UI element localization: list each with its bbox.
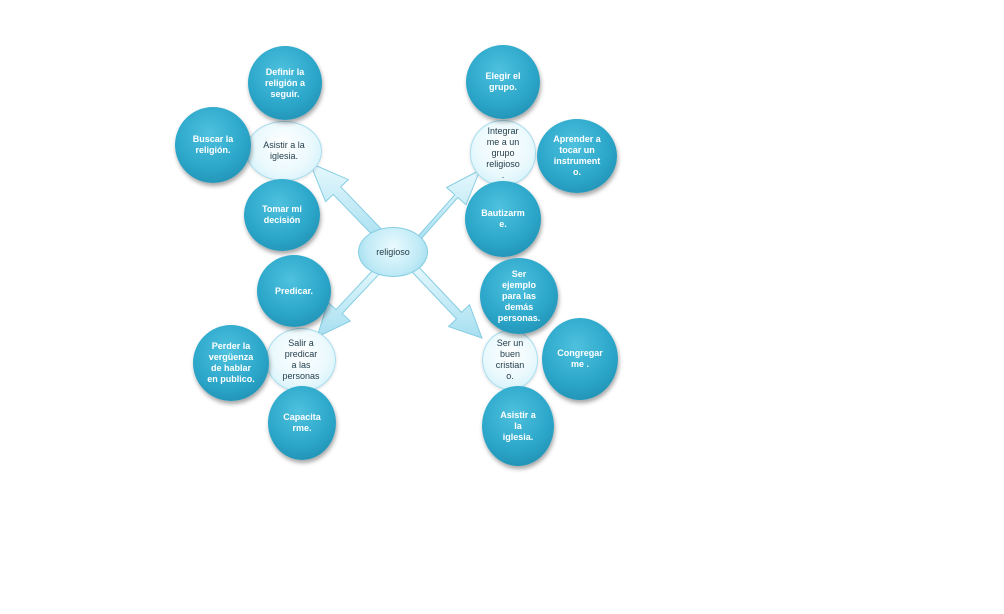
center-node: religioso (358, 227, 428, 277)
node-bottom-right-1-label: Ser ejemplo para las demás personas. (497, 268, 541, 323)
node-top-right-1: Elegir el grupo. (466, 45, 540, 119)
arrow-to-bottom-right (411, 264, 483, 339)
node-bottom-left-1: Predicar. (257, 255, 331, 327)
node-bottom-left-2-label: Perder la vergüenza de hablar en publico… (207, 341, 255, 384)
node-bottom-left-3: Capacita rme. (268, 386, 336, 460)
node-bottom-left-2: Perder la vergüenza de hablar en publico… (193, 325, 269, 401)
node-top-left-3-label: Tomar mi decisión (262, 204, 302, 225)
node-bottom-left-1-label: Predicar. (274, 285, 314, 296)
hub-top-right-label: Integrar me a un grupo religioso . (486, 125, 520, 180)
arrow-to-bottom-left (316, 265, 384, 338)
node-top-left-2: Buscar la religión. (175, 107, 251, 183)
node-top-right-3-label: Bautizarm e. (481, 208, 525, 229)
node-top-right-1-label: Elegir el grupo. (485, 71, 521, 92)
node-top-left-1: Definir la religión a seguir. (248, 46, 322, 120)
node-top-right-3: Bautizarm e. (465, 181, 541, 257)
node-top-left-2-label: Buscar la religión. (192, 134, 234, 155)
hub-top-right: Integrar me a un grupo religioso . (470, 120, 536, 186)
node-bottom-right-3-label: Asistir a la iglesia. (500, 409, 536, 442)
node-bottom-right-1: Ser ejemplo para las demás personas. (480, 258, 558, 334)
node-bottom-right-2: Congregar me . (542, 318, 618, 400)
node-top-left-3: Tomar mi decisión (244, 179, 320, 251)
hub-top-left: Asistir a la iglesia. (246, 121, 322, 181)
node-bottom-right-3: Asistir a la iglesia. (482, 386, 554, 466)
node-bottom-left-3-label: Capacita rme. (283, 412, 321, 433)
node-top-left-1-label: Definir la religión a seguir. (264, 66, 305, 99)
hub-bottom-right-label: Ser un buen cristian o. (495, 338, 525, 381)
node-bottom-right-2-label: Congregar me . (557, 348, 603, 369)
hub-bottom-right: Ser un buen cristian o. (482, 330, 538, 390)
hub-bottom-left: Salir a predicar a las personas (266, 328, 336, 392)
hub-bottom-left-label: Salir a predicar a las personas (282, 338, 320, 381)
node-top-right-2-label: Aprender a tocar un instrument o. (553, 134, 601, 177)
center-label: religioso (376, 246, 410, 257)
hub-top-left-label: Asistir a la iglesia. (263, 140, 305, 161)
node-top-right-2: Aprender a tocar un instrument o. (537, 119, 617, 193)
